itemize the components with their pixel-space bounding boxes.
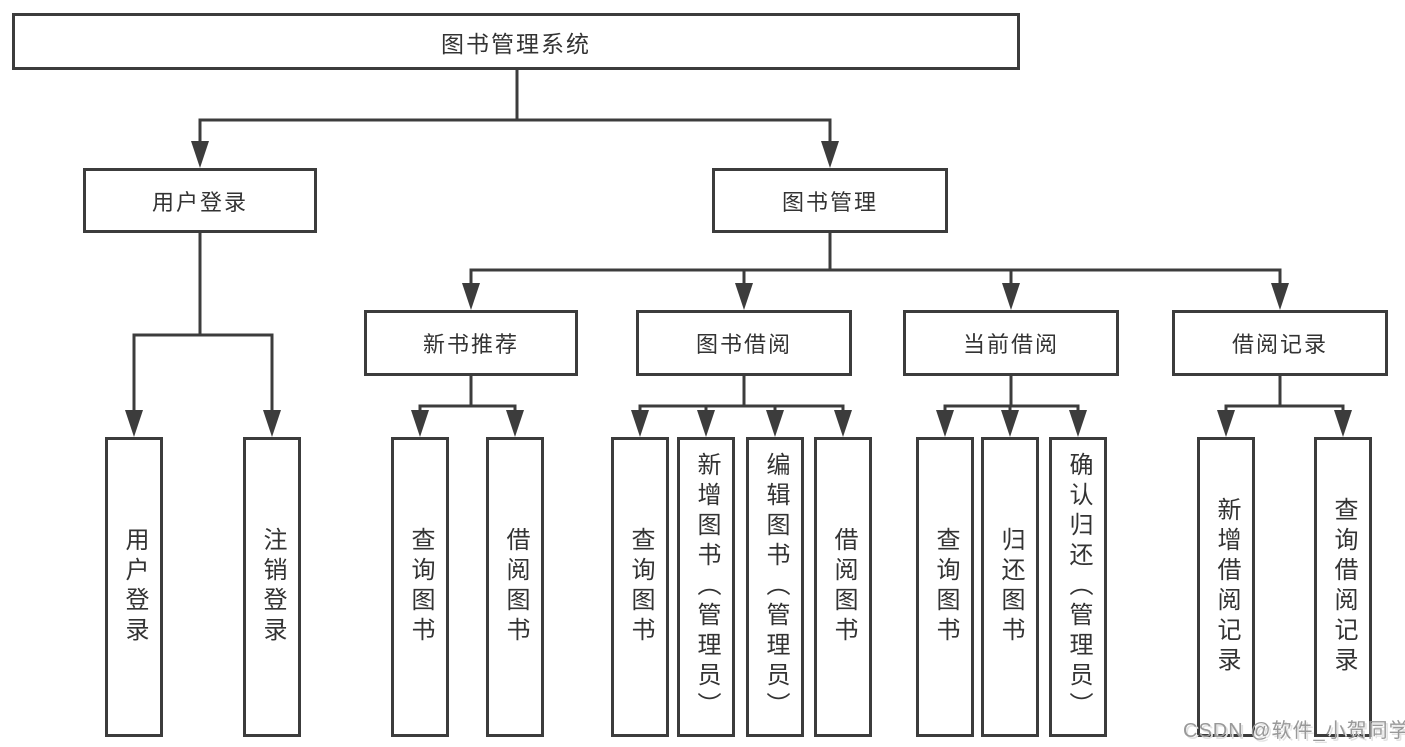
node-user-login: 用户登录 (83, 168, 317, 233)
leaf-add-borrow-record: 新增借阅记录 (1197, 437, 1255, 737)
csdn-watermark: CSDN @软件_小贺同学 (1183, 720, 1405, 742)
leaf-logout: 注销登录 (243, 437, 301, 737)
leaf-add-book-admin: 新增图书（管理员） (677, 437, 735, 737)
node-borrowing-records: 借阅记录 (1172, 310, 1388, 376)
leaf-borrow-books-recommend: 借阅图书 (486, 437, 544, 737)
node-current-borrowing: 当前借阅 (903, 310, 1119, 376)
leaf-borrow-books: 借阅图书 (814, 437, 872, 737)
node-book-management: 图书管理 (712, 168, 948, 233)
leaf-confirm-return-admin: 确认归还（管理员） (1049, 437, 1107, 737)
leaf-query-books-borrow: 查询图书 (611, 437, 669, 737)
leaf-return-book: 归还图书 (981, 437, 1039, 737)
node-new-book-recommend: 新书推荐 (364, 310, 578, 376)
arrowheads (125, 141, 1352, 437)
leaf-user-login: 用户登录 (105, 437, 163, 737)
leaf-edit-book-admin: 编辑图书（管理员） (746, 437, 804, 737)
node-library-management-system: 图书管理系统 (12, 13, 1020, 70)
leaf-query-books-current: 查询图书 (916, 437, 974, 737)
leaf-query-books-recommend: 查询图书 (391, 437, 449, 737)
node-book-borrowing: 图书借阅 (636, 310, 852, 376)
leaf-query-borrow-record: 查询借阅记录 (1314, 437, 1372, 737)
